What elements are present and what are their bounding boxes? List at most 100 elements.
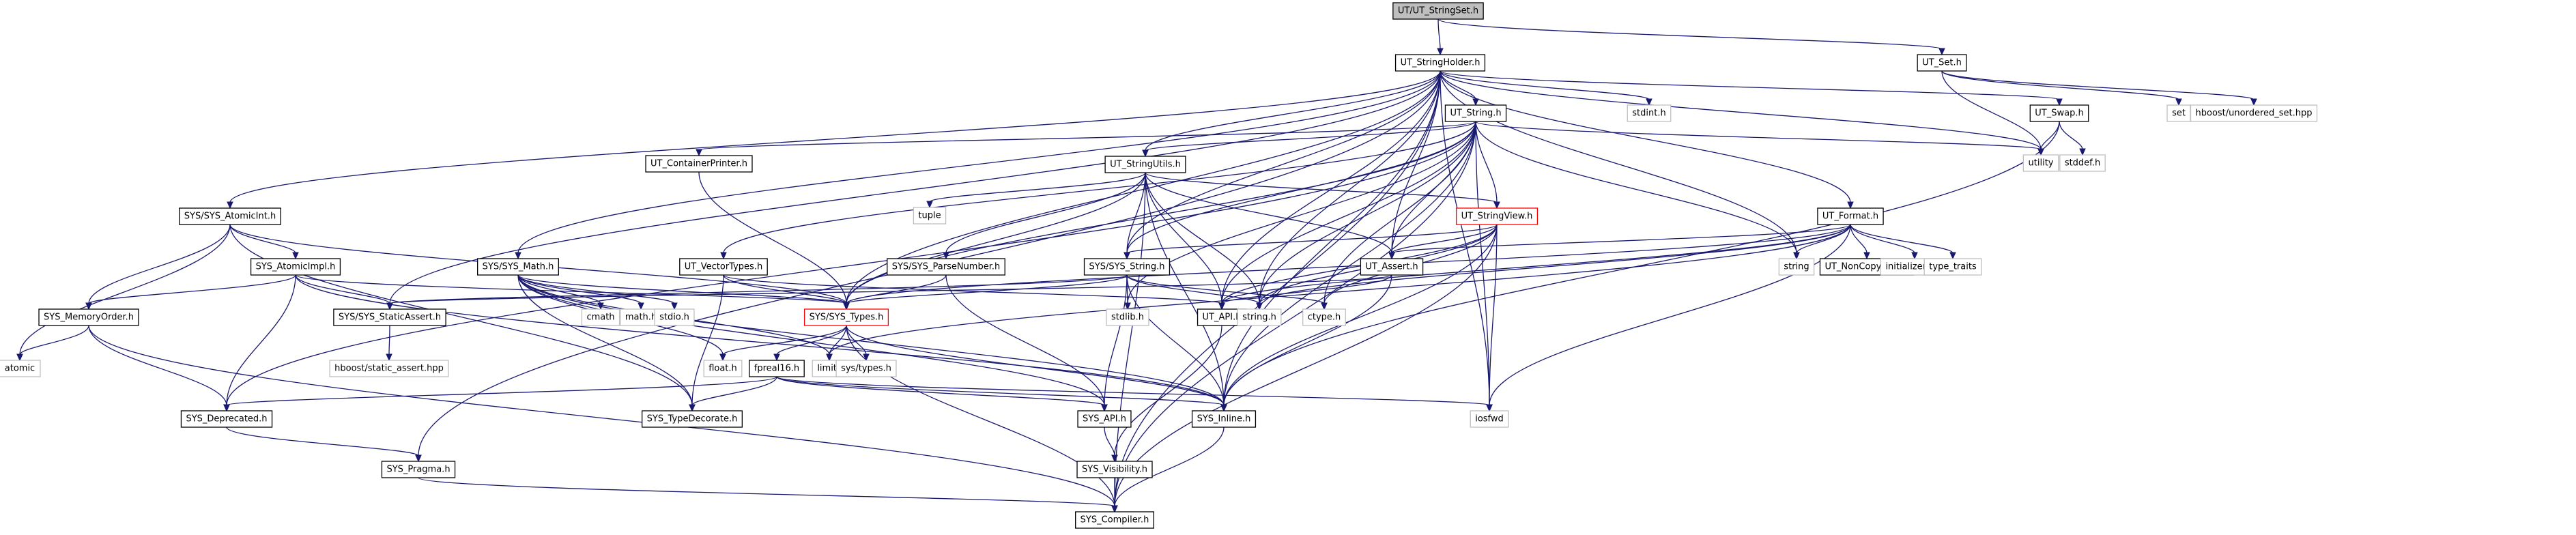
node-atomicimpl[interactable]: SYS_AtomicImpl.h [250,258,341,276]
node-systypes[interactable]: SYS/SYS_Types.h [803,308,889,326]
arrowhead-set [2175,98,2182,106]
edge-utstring-to-stringutils [1145,121,1476,151]
edge-pragma-to-compiler [418,477,1115,507]
edge-utset-to-utility [1941,70,2042,150]
edge-sysinline-to-compiler [1114,426,1225,507]
node-containerprinter[interactable]: UT_ContainerPrinter.h [645,155,753,173]
arrowhead-sysapi [1101,404,1108,412]
node-compiler[interactable]: SYS_Compiler.h [1075,511,1154,529]
node-sysstring[interactable]: SYS/SYS_String.h [1083,258,1171,276]
arrowhead-utapi [1218,302,1225,310]
node-label: stdint.h [1632,109,1665,119]
node-sysmath[interactable]: SYS/SYS_Math.h [477,258,559,276]
node-pragma[interactable]: SYS_Pragma.h [381,461,456,478]
node-deprecated[interactable]: SYS_Deprecated.h [180,410,273,428]
edge-stringview-to-compiler [1114,224,1498,507]
edge-format-to-iosfwd [1489,224,1851,406]
edge-sysmath-to-sysapi [517,274,1105,406]
node-label: stdio.h [659,313,689,323]
node-label: iosfwd [1475,414,1504,424]
node-box [250,258,341,276]
edge-sysmath-to-systypes [517,274,847,304]
node-label: tuple [918,211,941,221]
node-parsenumber[interactable]: SYS/SYS_ParseNumber.h [887,258,1005,276]
arrowhead-stdint [1646,98,1652,106]
node-fpreal16[interactable]: fpreal16.h [749,360,805,377]
edge-fpreal16-to-iosfwd [776,376,1490,406]
edge-format-to-type_traits [1850,224,1954,254]
edge-utstring-to-sysstring [1126,121,1476,254]
edge-stringholder-to-utswap [1440,70,2060,100]
node-format[interactable]: UT_Format.h [1817,207,1884,225]
node-label: hboost/unordered_set.hpp [2196,109,2313,119]
arrowhead-stringholder [1437,48,1444,56]
node-box [1778,258,1815,276]
node-box [749,360,805,377]
edge-stringutils-to-sysstring [1126,172,1146,254]
edge-atomicint-to-memoryorder [88,224,231,304]
edge-sysmath-to-cmath [517,274,601,304]
node-label: UT_VectorTypes.h [685,262,762,272]
node-box [1470,410,1509,428]
node-box [2029,104,2089,122]
edge-stringholder-to-string [1440,70,1797,254]
arrowhead-stddef [2079,148,2086,156]
node-box [835,360,897,377]
edge-stringutils-to-utapi [1145,172,1222,304]
edge-atomicimpl-to-memoryorder [88,274,296,304]
node-utswap[interactable]: UT_Swap.h [2029,104,2089,122]
edge-stringview-to-iosfwd [1489,224,1498,406]
node-box [581,308,620,326]
node-utstring[interactable]: UT_String.h [1444,104,1507,122]
node-stringholder[interactable]: UT_StringHolder.h [1394,54,1486,72]
node-typedecorate[interactable]: SYS_TypeDecorate.h [641,410,743,428]
node-label: UT/UT_StringSet.h [1398,6,1478,16]
node-box [1104,156,1186,173]
node-stringset[interactable]: UT/UT_StringSet.h [1392,2,1484,20]
edge-format-to-initializer_list [1850,224,1915,254]
node-utassert[interactable]: UT_Assert.h [1360,258,1424,276]
node-stringview[interactable]: UT_StringView.h [1455,207,1539,225]
node-label: SYS/SYS_Types.h [810,313,884,323]
edge-stringholder-to-string_h [1259,70,1441,304]
edge-stringutils-to-compiler [1114,172,1146,507]
edge-atomicint-to-atomicimpl [229,224,296,254]
edge-fpreal16-to-sysapi [776,376,1105,406]
node-visibility[interactable]: SYS_Visibility.h [1076,461,1153,478]
edge-stringholder-to-format [1440,70,1851,203]
arrowhead-typedecorate [689,404,696,412]
node-sysapi[interactable]: SYS_API.h [1077,410,1132,428]
edge-utstring-to-utapi [1221,121,1476,304]
node-tuple: tuple [913,207,947,225]
arrowhead-initializer_list [1911,252,1918,260]
edge-stringset-to-stringholder [1437,18,1441,50]
arrowhead-type_traits [1949,252,1956,260]
node-label: SYS/SYS_String.h [1089,262,1165,272]
node-sys_types_h: sys/types.h [835,360,897,377]
node-atomicint[interactable]: SYS/SYS_AtomicInt.h [179,207,281,225]
arrowhead-string_h [1256,302,1263,310]
arrowhead-utswap [2056,98,2063,106]
node-vectortypes[interactable]: UT_VectorTypes.h [679,258,768,276]
edge-sysmath-to-stdio [517,274,675,304]
node-label: UT_Set.h [1922,58,1962,68]
node-box [38,308,139,326]
edge-vectortypes-to-typedecorate [691,274,724,406]
arrowhead-utset [1938,48,1945,56]
node-label: UT_StringHolder.h [1401,58,1480,68]
node-staticassert[interactable]: SYS/SYS_StaticAssert.h [333,308,446,326]
node-label: SYS_Inline.h [1197,414,1251,424]
arrowhead-math_h [638,302,644,310]
node-stringutils[interactable]: UT_StringUtils.h [1104,156,1186,173]
node-sysinline[interactable]: SYS_Inline.h [1191,410,1257,428]
node-label: SYS_API.h [1083,414,1126,424]
edge-systypes-to-compiler [846,325,1115,507]
edge-fpreal16-to-sysinline [776,376,1225,406]
node-memoryorder[interactable]: SYS_MemoryOrder.h [38,308,139,326]
edge-stringholder-to-sysmath [517,70,1441,254]
edge-stringview-to-sysstring [1126,224,1498,254]
node-box [887,258,1005,276]
node-utset[interactable]: UT_Set.h [1917,54,1967,72]
node-float_h: float.h [703,360,743,377]
